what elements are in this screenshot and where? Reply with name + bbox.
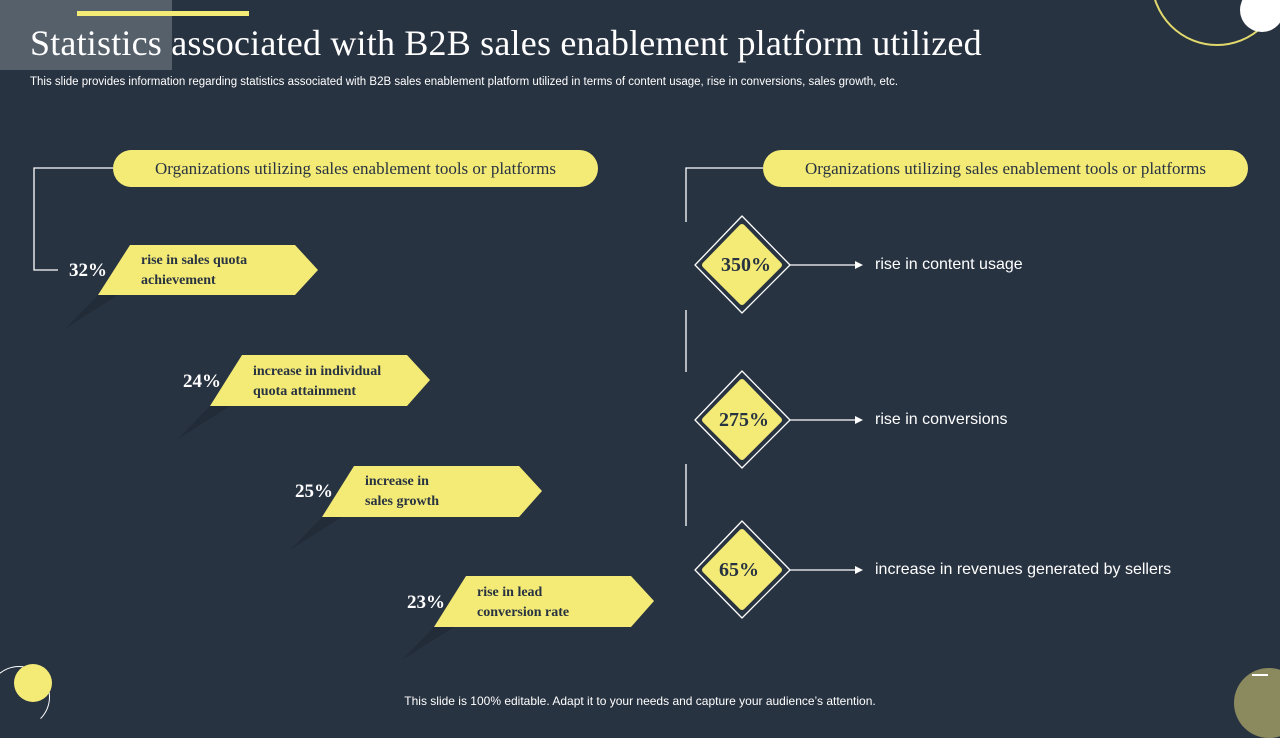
stat-percent: 32% — [69, 260, 107, 281]
decorative-yellow-circle — [14, 664, 52, 702]
slide-shapes — [33, 167, 863, 660]
arrow-tag — [434, 576, 654, 627]
stat-label-line: quota attainment — [253, 384, 357, 399]
arrow-tag — [98, 245, 318, 295]
stat-percent: 24% — [183, 371, 221, 392]
stat-label-line: achievement — [141, 273, 216, 288]
diamond-value: 350% — [721, 254, 771, 276]
diamond-value: 275% — [719, 409, 769, 431]
arrow-tag — [322, 466, 542, 517]
right-header-pill: Organizations utilizing sales enablement… — [763, 150, 1248, 187]
stat-percent: 23% — [407, 592, 445, 613]
stat-label-line: sales growth — [365, 494, 440, 509]
arrow-tag-shadow — [66, 295, 118, 328]
arrow-tag-shadow — [178, 406, 230, 439]
diamond-description: rise in conversions — [875, 411, 1008, 428]
stat-label-line: increase in — [365, 474, 429, 489]
arrow-3 — [790, 566, 863, 574]
decorative-white-circle — [1240, 0, 1280, 32]
stat-label: increase in individual quota attainment — [253, 362, 381, 402]
stat-label: rise in lead conversion rate — [477, 583, 569, 623]
stat-label: increase in sales growth — [365, 472, 439, 512]
stat-label: rise in sales quota achievement — [141, 251, 247, 291]
stat-label-line: increase in individual — [253, 364, 382, 379]
left-header-pill: Organizations utilizing sales enablement… — [113, 150, 598, 187]
slide-title: Statistics associated with B2B sales ena… — [30, 23, 982, 63]
right-connector — [685, 167, 763, 222]
stat-percent: 25% — [295, 481, 333, 502]
arrow-2 — [790, 416, 863, 424]
title-accent-bar — [77, 11, 249, 16]
diamond-description: increase in revenues generated by seller… — [875, 561, 1172, 578]
stat-label-line: conversion rate — [477, 605, 570, 620]
arrow-tag-shadow — [290, 517, 342, 550]
diamond-value: 65% — [719, 559, 759, 581]
diamond-3 — [694, 520, 791, 619]
slide-subtitle: This slide provides information regardin… — [30, 76, 899, 88]
diamond-description: rise in content usage — [875, 256, 1023, 273]
left-connector — [33, 167, 113, 271]
stat-label-line: rise in lead — [477, 585, 543, 600]
decorative-line — [1252, 674, 1268, 676]
arrow-tag — [210, 355, 430, 406]
arrow-1 — [790, 261, 863, 269]
arrow-tag-shadow — [402, 627, 454, 660]
stat-label-line: rise in sales quota — [141, 253, 248, 268]
slide-footer: This slide is 100% editable. Adapt it to… — [404, 694, 876, 708]
